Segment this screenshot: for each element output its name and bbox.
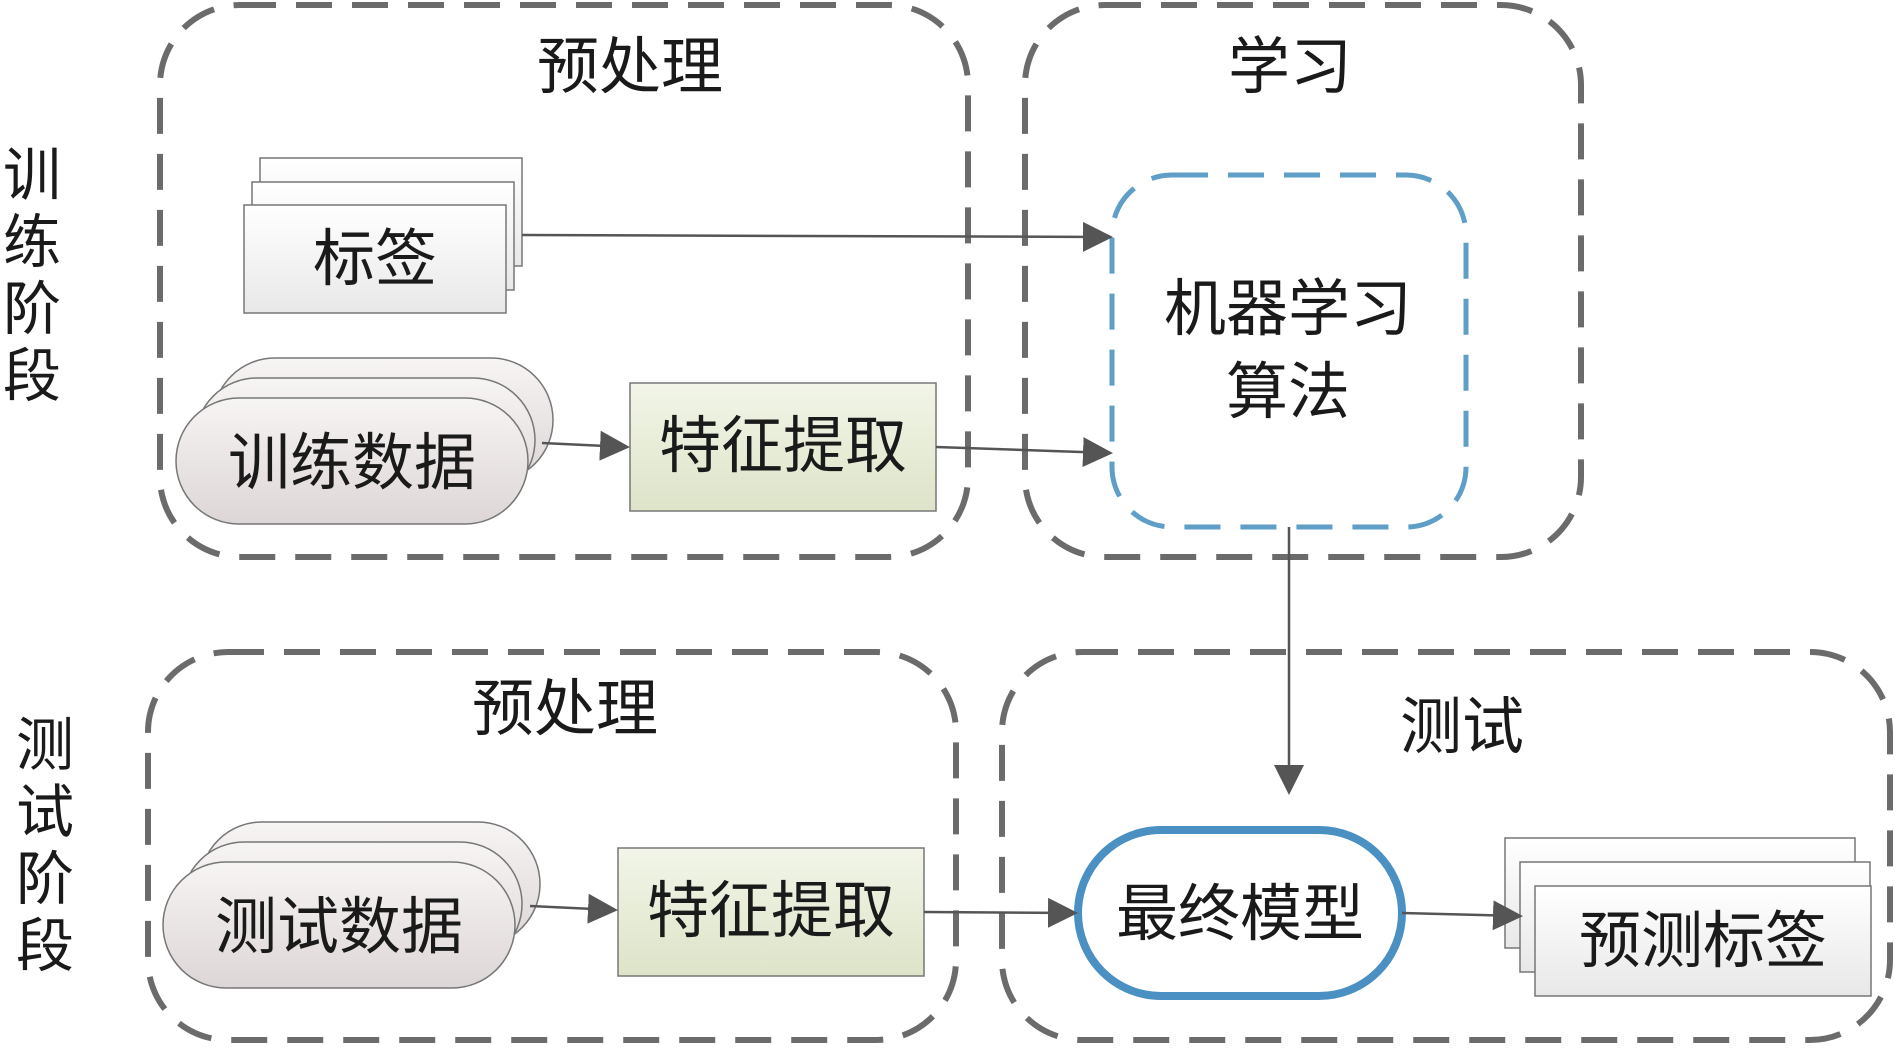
testing-stage-char: 阶: [16, 845, 74, 913]
test-data-store: 测试数据: [162, 821, 541, 989]
test-feature-extraction: 特征提取: [617, 847, 925, 977]
training-data-text: 训练数据: [228, 426, 476, 499]
testing-group: [999, 649, 1893, 1043]
train-feature-text: 特征提取: [659, 409, 907, 482]
train-preprocess-group: [157, 2, 971, 560]
test-preprocess-title: 预处理: [472, 672, 658, 745]
arrow-feature-to-algorithm: [935, 437, 1113, 468]
testing-stage-char: 试: [16, 778, 74, 846]
predicted-label-text: 预测标签: [1579, 904, 1827, 977]
label-document-text: 标签: [313, 222, 437, 295]
arrow-traindata-to-feature: [541, 430, 630, 461]
training-data-store: 训练数据: [175, 357, 554, 525]
training-stage-char: 训: [3, 141, 61, 209]
testing-stage-char: 测: [16, 711, 74, 779]
final-model-text: 最终模型: [1116, 877, 1364, 950]
training-stage-label: 训 练 阶 段: [3, 141, 61, 410]
ml-algorithm-line: 算法: [1226, 355, 1350, 428]
arrow-label-to-algorithm: [521, 221, 1113, 252]
arrow-testdata-to-feature: [529, 893, 618, 924]
train-feature-extraction: 特征提取: [629, 382, 937, 512]
testing-title: 测试: [1400, 690, 1524, 763]
ml-algorithm-node: 机器学习 算法: [1109, 172, 1469, 530]
training-stage-char: 练: [3, 208, 61, 276]
arrow-model-to-prediction: [1401, 900, 1523, 931]
test-data-text: 测试数据: [215, 890, 463, 963]
label-document: 标签: [243, 157, 523, 314]
training-stage-char: 段: [3, 342, 61, 410]
training-stage-char: 阶: [3, 275, 61, 343]
testing-stage-label: 测 试 阶 段: [16, 711, 74, 980]
final-model-node: 最终模型: [1074, 826, 1406, 1000]
arrow-feature-to-model: [923, 897, 1078, 928]
learning-title: 学习: [1228, 30, 1352, 103]
learning-group: [1022, 2, 1584, 560]
predicted-label-document: 预测标签: [1504, 837, 1872, 997]
testing-stage-char: 段: [16, 912, 74, 980]
test-feature-text: 特征提取: [647, 874, 895, 947]
ml-algorithm-line: 机器学习: [1164, 272, 1412, 345]
train-preprocess-title: 预处理: [537, 30, 723, 103]
